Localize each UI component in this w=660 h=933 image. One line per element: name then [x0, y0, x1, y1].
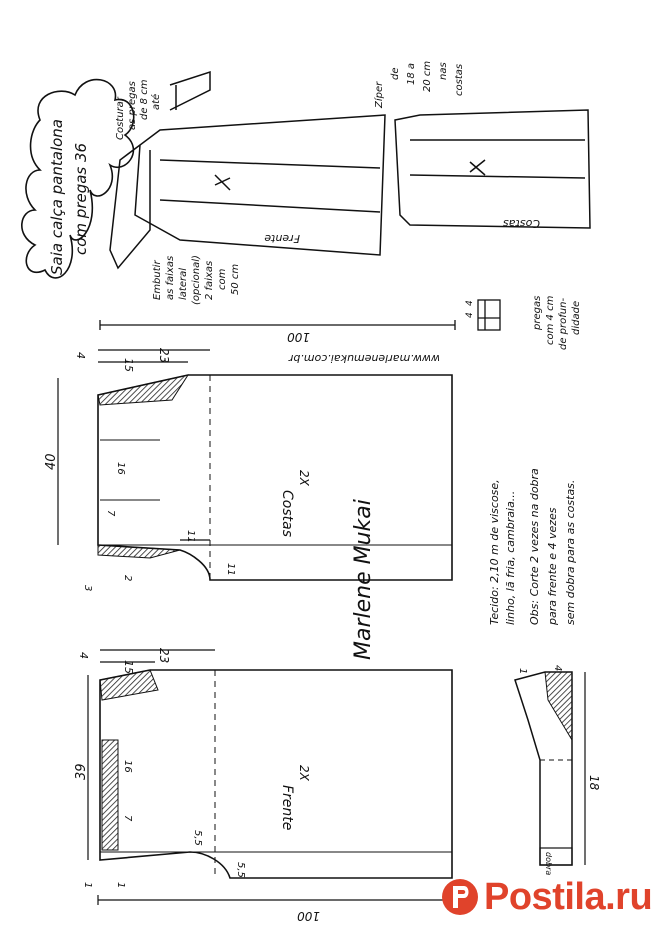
title-cloud: Saia calça pantalona com pregas 36: [21, 78, 135, 279]
title-line1: Saia calça pantalona: [48, 119, 66, 275]
svg-text:7: 7: [105, 510, 116, 517]
pleat-detail: [477, 299, 501, 331]
svg-text:Costurar: Costurar: [115, 96, 126, 140]
svg-text:100: 100: [287, 330, 310, 344]
svg-text:18: 18: [587, 775, 601, 791]
costas-label: Costas: [279, 490, 295, 537]
svg-text:18 a: 18 a: [406, 63, 417, 85]
costas-dart-top: [97, 374, 190, 406]
svg-text:Tecido: 2,10 m de viscose,: Tecido: 2,10 m de viscose,: [488, 479, 501, 625]
side-sash: [109, 144, 151, 270]
pleat-line-2: [159, 199, 381, 213]
svg-text:nas: nas: [438, 62, 449, 80]
svg-text:15: 15: [122, 660, 135, 674]
svg-text:dobra: dobra: [544, 852, 553, 875]
svg-text:costas: costas: [454, 64, 465, 96]
svg-text:sem dobra para as costas.: sem dobra para as costas.: [564, 480, 577, 625]
svg-text:Obs: Corte 2 vezes na dobra: Obs: Corte 2 vezes na dobra: [528, 468, 541, 625]
svg-text:Embutir: Embutir: [152, 260, 163, 300]
website-label: www.marlenemukai.com.br: [287, 352, 440, 365]
ziper-note: Zíper de 18 a 20 cm nas costas: [373, 61, 465, 109]
costas-qty: 2X: [297, 470, 311, 487]
svg-text:100: 100: [297, 909, 320, 923]
svg-text:as pregas: as pregas: [127, 81, 138, 130]
svg-text:50 cm: 50 cm: [230, 264, 241, 295]
svg-text:de 8 cm: de 8 cm: [139, 79, 150, 120]
frente-dart-side: [101, 739, 119, 851]
svg-text:(opcional): (opcional): [191, 255, 202, 305]
costas-pattern-piece: [97, 374, 453, 581]
signature: Marlene Mukai: [351, 499, 376, 660]
waistband-piece: [514, 671, 586, 866]
frente-pattern-piece: [99, 669, 453, 879]
postila-logo-icon: [442, 879, 478, 915]
svg-text:1: 1: [517, 668, 528, 674]
title-line2: com pregas 36: [72, 143, 90, 255]
svg-text:lateral: lateral: [178, 268, 189, 300]
svg-text:5,5: 5,5: [192, 830, 203, 846]
costas-dimension-lines: [57, 349, 210, 545]
svg-text:linho, lã fria, cambraia...: linho, lã fria, cambraia...: [504, 491, 517, 625]
svg-text:2: 2: [122, 575, 133, 581]
fabric-notes: Tecido: 2,10 m de viscose, linho, lã fri…: [488, 468, 577, 626]
svg-text:23: 23: [157, 648, 171, 663]
frente-outline: [99, 669, 453, 879]
svg-text:16: 16: [122, 760, 133, 773]
costas-outline: [97, 374, 453, 581]
costas-dart-bottom: [97, 544, 181, 559]
svg-text:7: 7: [122, 815, 133, 822]
svg-text:com 4 cm: com 4 cm: [545, 295, 556, 345]
svg-text:as faixas: as faixas: [165, 256, 176, 300]
svg-text:didade: didade: [571, 301, 582, 335]
arrow-top: [169, 70, 211, 111]
svg-text:4: 4: [465, 312, 475, 318]
svg-text:2 faixas: 2 faixas: [204, 261, 215, 300]
dimension-100-top: [99, 320, 456, 330]
svg-text:com: com: [217, 268, 228, 290]
embutir-note: Embutir as faixas lateral (opcional) 2 f…: [152, 255, 241, 305]
costurar-note: Costurar as pregas de 8 cm até: [115, 79, 162, 140]
frente-dart-top: [99, 669, 159, 701]
frente-label: Frente: [279, 785, 295, 830]
skirt-front-outline: [134, 114, 386, 256]
svg-text:5,5: 5,5: [235, 862, 246, 878]
costas-illustration-label: Costas: [503, 217, 540, 230]
svg-text:de profun-: de profun-: [558, 298, 569, 350]
frente-dimension-lines: [87, 649, 456, 905]
frente-qty: 2X: [297, 765, 311, 782]
svg-text:16: 16: [115, 462, 126, 475]
svg-text:1: 1: [82, 882, 93, 888]
pregas-note: pregas com 4 cm de profun- didade: [532, 295, 582, 350]
svg-text:1: 1: [115, 882, 126, 888]
brand-watermark: Postila.ru: [440, 872, 655, 922]
svg-text:de: de: [390, 68, 401, 81]
svg-text:23: 23: [157, 348, 171, 363]
svg-text:39: 39: [74, 763, 89, 780]
cloud-outline: [21, 78, 135, 279]
skirt-illustration-back: [394, 109, 591, 229]
svg-text:3: 3: [82, 585, 93, 591]
svg-text:para frente e 4 vezes: para frente e 4 vezes: [546, 507, 559, 626]
svg-text:4: 4: [74, 352, 87, 359]
brand-name: Postila.ru: [484, 875, 653, 918]
svg-text:15: 15: [122, 358, 135, 372]
svg-text:11: 11: [225, 563, 236, 576]
svg-text:Zíper: Zíper: [373, 81, 385, 109]
pleat-line-1: [159, 159, 381, 169]
svg-text:4: 4: [77, 652, 90, 659]
svg-text:11: 11: [185, 530, 196, 543]
svg-text:até: até: [150, 94, 162, 110]
svg-text:pregas: pregas: [532, 296, 543, 331]
svg-text:4: 4: [552, 665, 563, 671]
skirt-illustration-front: [109, 70, 386, 270]
svg-text:4: 4: [465, 300, 475, 306]
svg-text:20 cm: 20 cm: [422, 61, 433, 92]
skirt-back-outline: [394, 109, 591, 229]
svg-text:40: 40: [44, 453, 59, 470]
frente-illustration-label: Frente: [264, 232, 300, 245]
